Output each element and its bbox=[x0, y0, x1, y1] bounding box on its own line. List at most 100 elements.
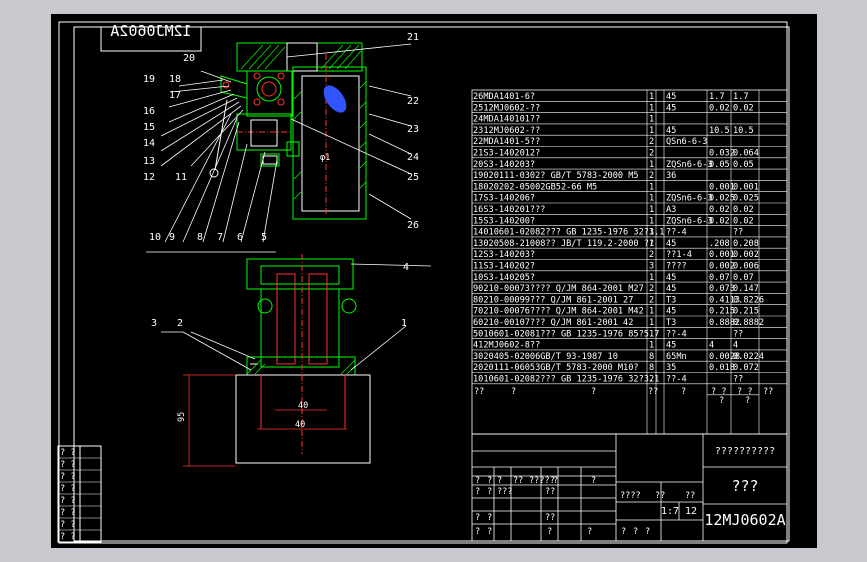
bom-cell-qty: 1 bbox=[649, 307, 654, 317]
bom-cell-code: 20S3-140203? bbox=[473, 160, 535, 170]
left-strip: ? ?? ?? ?? ?? ?? ?? ?? ? bbox=[57, 445, 102, 543]
title-block-label: ? bbox=[475, 476, 480, 486]
bom-cell-total-weight: 0.0224 bbox=[733, 352, 764, 362]
bom-cell-code: 90210-00073???? Q/JM 864-2001 M27 bbox=[473, 284, 644, 294]
bom-cell-unit-weight: 0.07 bbox=[709, 273, 730, 283]
bom-cell-qty: 1 bbox=[649, 318, 654, 328]
bom-cell-qty: 1 bbox=[649, 92, 654, 102]
bom-cell-code: 24MDA140101?? bbox=[473, 115, 540, 125]
bom-cell-material: 45 bbox=[666, 126, 676, 136]
cad-viewport[interactable]: 12MJ0602A ? ?? ?? ?? ?? ?? ?? ?? ? bbox=[51, 14, 817, 548]
mirrored-label-box: 12MJ0602A bbox=[100, 22, 202, 52]
bom-cell-total-weight: ?? bbox=[733, 228, 743, 238]
callout-label: 26 bbox=[407, 220, 419, 231]
callout-label: 19 bbox=[143, 74, 155, 85]
bom-cell-qty: 2 bbox=[649, 171, 654, 181]
callout-label: 22 bbox=[407, 96, 419, 107]
bom-cell-material: ZQSn6-6-3 bbox=[666, 160, 713, 170]
callout-label: 20 bbox=[183, 53, 195, 64]
dim-phi-c: 40 bbox=[295, 420, 305, 430]
bom-cell-material: 45 bbox=[666, 284, 676, 294]
dim-phi-b: 40 bbox=[298, 401, 308, 411]
bom-cell-total-weight: 0.02 bbox=[733, 216, 754, 226]
bom-cell-material: 45 bbox=[666, 273, 676, 283]
callout-label: 13 bbox=[143, 156, 155, 167]
bom-cell-material: ??-4 bbox=[666, 228, 687, 238]
bom-header-note: ?? bbox=[763, 387, 773, 397]
bom-header-w2: ? ? bbox=[737, 387, 753, 397]
bom-cell-code: 70210-00076???? Q/JM 864-2001 M42 bbox=[473, 307, 644, 317]
bom-cell-qty: 1 bbox=[649, 115, 654, 125]
bom-cell-unit-weight: 0.018 bbox=[709, 363, 735, 373]
mirrored-label: 12MJ0602A bbox=[110, 22, 191, 40]
title-block-label: ? bbox=[645, 527, 650, 537]
bom-cell-code: 60210-00107??? Q/JM 861-2001 42 bbox=[473, 318, 633, 328]
title-block-label: ??? bbox=[497, 487, 513, 497]
bom-cell-material: 65Mn bbox=[666, 352, 687, 362]
bom-header-no: ?? bbox=[474, 387, 484, 397]
bom-cell-qty: 2 bbox=[649, 295, 654, 305]
title-block-label: ? bbox=[621, 527, 626, 537]
bom-header-sub1: ? bbox=[719, 396, 724, 406]
callout-label: 18 bbox=[169, 74, 181, 85]
bom-cell-qty: 1 bbox=[649, 182, 654, 192]
bom-cell-code: 1010601-02082??? GB 1235-1976 32?3.1 bbox=[473, 375, 659, 385]
bom-cell-unit-weight: 10.5 bbox=[709, 126, 730, 136]
bom-cell-code: 18020202-05002GB52-66 M5 bbox=[473, 182, 597, 192]
bom-cell-total-weight: 4 bbox=[733, 341, 738, 351]
bom-cell-total-weight: 0.208 bbox=[733, 239, 759, 249]
bom-cell-qty: 2 bbox=[649, 284, 654, 294]
title-block-label: ? bbox=[487, 527, 492, 537]
title-block-label: ? bbox=[547, 527, 552, 537]
bom-cell-code: 2312MJ0602-?? bbox=[473, 126, 540, 136]
bom-cell-code: 11S3-140202? bbox=[473, 262, 535, 272]
callout-label: 14 bbox=[143, 138, 155, 149]
title-block-label: ?? bbox=[655, 491, 665, 501]
bom-cell-total-weight: 0.07 bbox=[733, 273, 754, 283]
callout-label: 10 bbox=[149, 232, 161, 243]
bom-cell-code: 16S3-140201??? bbox=[473, 205, 545, 215]
callout-label: 3 bbox=[151, 318, 157, 329]
callout-label: 2 bbox=[177, 318, 183, 329]
callout-label: 1 bbox=[401, 318, 407, 329]
callout-label: 23 bbox=[407, 124, 419, 135]
title-block-label: ? bbox=[497, 476, 502, 486]
bom-cell-material: ???? bbox=[666, 262, 687, 272]
bom-row: 24MDA140101?? 1 bbox=[473, 115, 654, 125]
bom-row: 14010601-02082??? GB 1235-1976 32?3.11??… bbox=[473, 228, 743, 238]
bom-cell-qty: 1 bbox=[649, 160, 654, 170]
bom-cell-qty: 1 bbox=[649, 329, 654, 339]
title-block-label: ???? bbox=[620, 491, 641, 501]
callout-label: 15 bbox=[143, 122, 155, 133]
bom-cell-qty: 1 bbox=[649, 194, 654, 204]
cad-drawing: 12MJ0602A ? ?? ?? ?? ?? ?? ?? ?? ? bbox=[57, 21, 790, 544]
bom-cell-code: 2512MJ0602-?? bbox=[473, 103, 540, 113]
bom-cell-qty: 3 bbox=[649, 262, 654, 272]
left-strip-label: ? ? bbox=[60, 520, 76, 530]
bom-cell-material: 45 bbox=[666, 92, 676, 102]
bom-cell-unit-weight: 0.215 bbox=[709, 307, 735, 317]
bom-cell-unit-weight: 0.8882 bbox=[709, 318, 740, 328]
bom-header-name: ? bbox=[591, 387, 596, 397]
bom-cell-qty: 8 bbox=[649, 352, 654, 362]
bom-cell-total-weight: 1.7 bbox=[733, 92, 749, 102]
title-block-label: ? bbox=[633, 527, 638, 537]
dim-height: 95 bbox=[177, 412, 187, 422]
bom-cell-total-weight: 0.02 bbox=[733, 103, 754, 113]
bom-cell-code: 80210-00099??? Q/JM 861-2001 27 bbox=[473, 295, 633, 305]
left-strip-label: ? ? bbox=[60, 484, 76, 494]
callout-label: 8 bbox=[197, 232, 203, 243]
callout-label: 24 bbox=[407, 152, 419, 163]
title-block-label: ?? bbox=[545, 487, 555, 497]
